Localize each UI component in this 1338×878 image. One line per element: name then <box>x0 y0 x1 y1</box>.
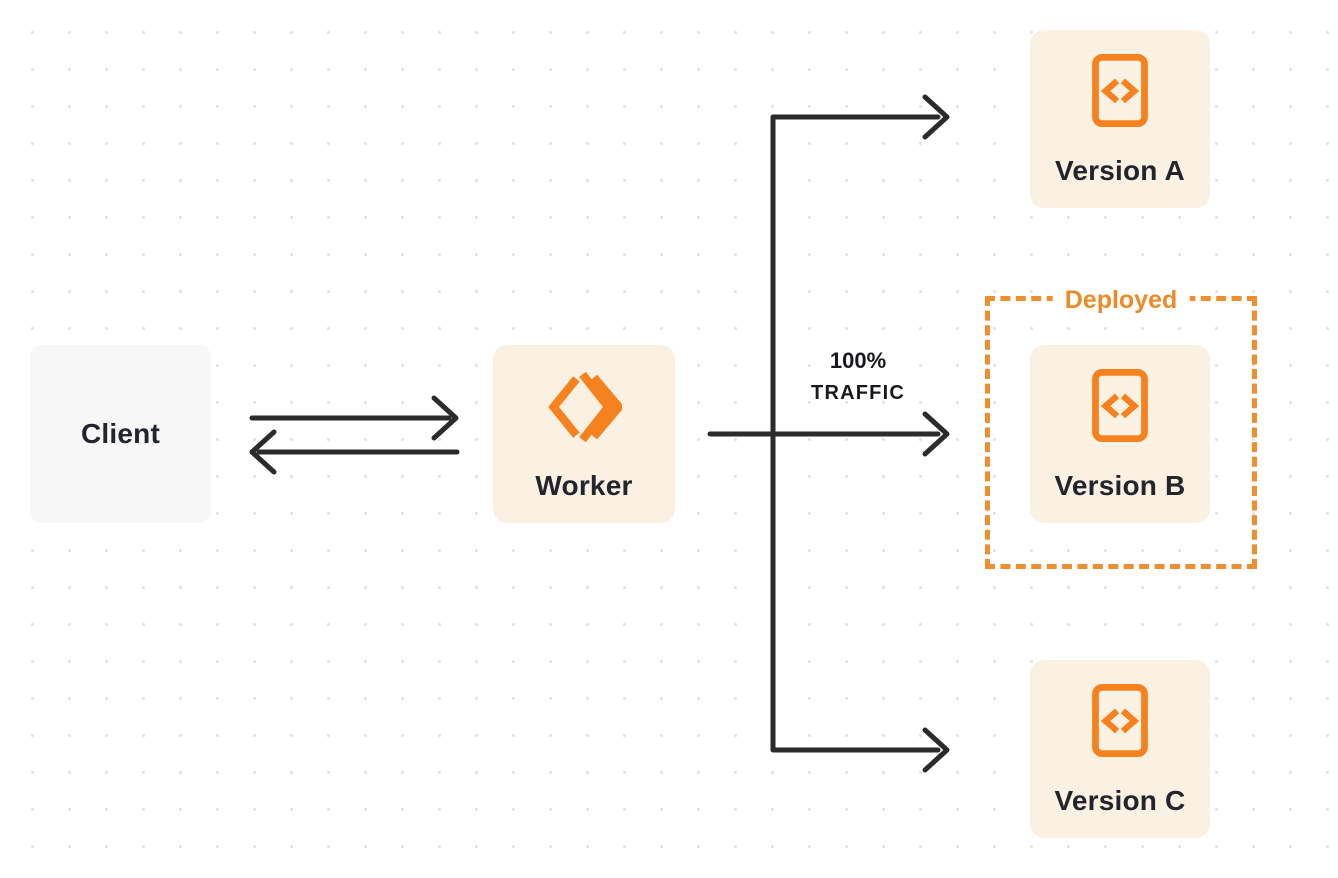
traffic-percent: 100% <box>829 348 887 373</box>
version-c-node: Version C <box>1030 660 1210 838</box>
version-b-node: Version B <box>1030 345 1210 523</box>
client-label: Client <box>81 418 160 449</box>
version-b-arrowhead-icon <box>922 411 950 457</box>
code-file-icon <box>1092 368 1148 443</box>
worker-node: Worker <box>493 345 675 523</box>
deployed-group-label: Deployed <box>1052 286 1190 314</box>
traffic-word: TRAFFIC <box>811 382 905 404</box>
version-c-label: Version C <box>1054 785 1186 816</box>
version-a-arrowhead-icon <box>922 94 950 140</box>
version-branch-trunk <box>770 114 941 753</box>
client-to-worker-arrowhead-icon <box>431 395 459 441</box>
code-file-icon <box>1092 683 1148 758</box>
worker-to-client-arrowhead-icon <box>249 429 277 475</box>
version-c-arrowhead-icon <box>922 727 950 773</box>
worker-label: Worker <box>535 469 633 501</box>
code-file-icon <box>1092 53 1148 128</box>
client-node: Client <box>30 345 211 523</box>
version-a-node: Version A <box>1030 30 1210 208</box>
traffic-annotation: 100% TRAFFIC <box>778 348 938 404</box>
cloudflare-workers-icon <box>548 371 622 442</box>
version-a-label: Version A <box>1055 155 1185 186</box>
version-b-label: Version B <box>1054 470 1186 501</box>
